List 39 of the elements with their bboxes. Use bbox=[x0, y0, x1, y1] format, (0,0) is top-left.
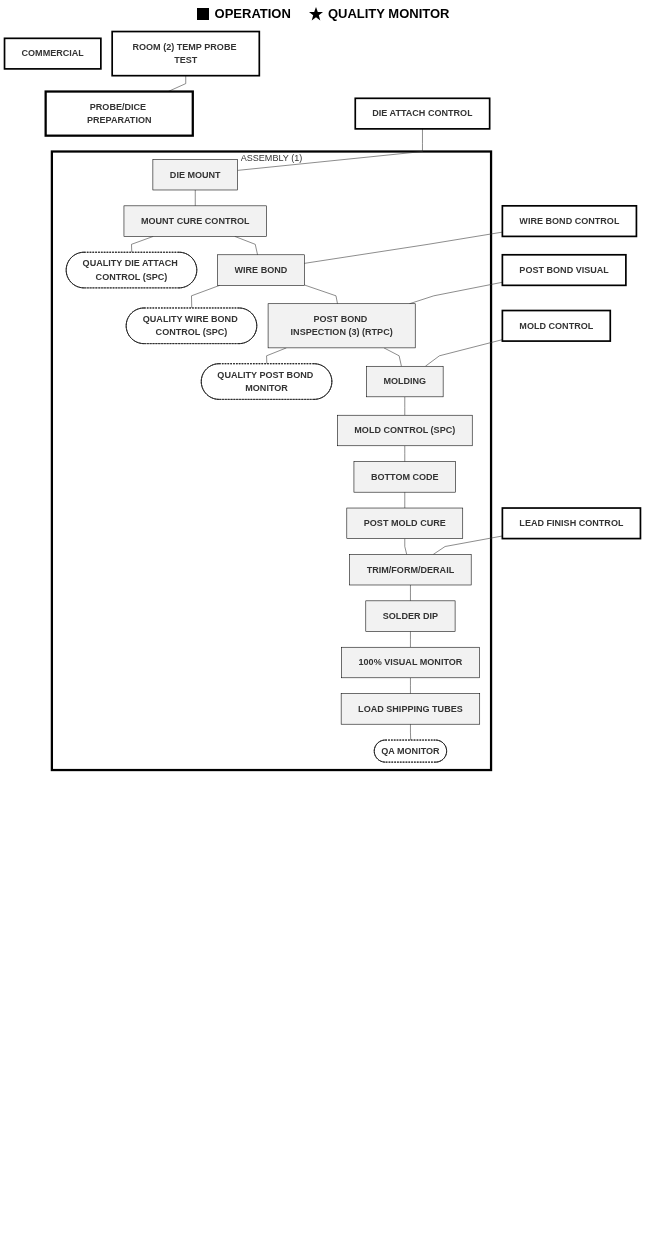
node-box: PROBE/DICE PREPARATION bbox=[44, 90, 194, 137]
connector bbox=[410, 631, 411, 648]
connector bbox=[425, 339, 503, 367]
connector bbox=[432, 535, 503, 555]
connector bbox=[404, 491, 406, 509]
connector bbox=[410, 723, 411, 741]
node-box: DIE MOUNT bbox=[152, 159, 238, 191]
connector bbox=[191, 285, 220, 309]
node-box: WIRE BOND CONTROL bbox=[501, 205, 638, 238]
node-box: BOTTOM CODE bbox=[353, 461, 456, 493]
connector bbox=[194, 189, 196, 207]
node-box: LOAD SHIPPING TUBES bbox=[340, 693, 481, 725]
node-box: POST MOLD CURE bbox=[346, 507, 464, 539]
connector bbox=[410, 677, 411, 694]
node-box: SOLDER DIP bbox=[365, 600, 456, 632]
legend-text: QUALITY MONITOR bbox=[327, 6, 450, 21]
node-box: DIE ATTACH CONTROL bbox=[354, 97, 491, 130]
node-box: MOLD CONTROL (SPC) bbox=[337, 414, 473, 447]
connector bbox=[304, 231, 503, 264]
node-box: MOLDING bbox=[366, 366, 444, 398]
node-box: LEAD FINISH CONTROL bbox=[501, 507, 642, 540]
connector bbox=[404, 445, 406, 462]
node-box: MOLD CONTROL bbox=[501, 309, 612, 342]
connector bbox=[404, 396, 406, 416]
node-box: TRIM/FORM/DERAIL bbox=[349, 554, 472, 586]
connector bbox=[383, 347, 402, 367]
connector bbox=[266, 347, 287, 365]
node-box: WIRE BOND bbox=[217, 254, 305, 286]
node-box: ROOM (2) TEMP PROBE TEST bbox=[111, 30, 261, 77]
connector bbox=[404, 538, 407, 555]
connector bbox=[410, 584, 411, 602]
legend-text: OPERATION bbox=[214, 6, 291, 21]
node-box: POST BOND VISUAL bbox=[501, 253, 627, 287]
node-box: POST BOND INSPECTION (3) (RTPC) bbox=[267, 303, 416, 349]
connector bbox=[237, 128, 423, 171]
connector bbox=[304, 284, 338, 305]
node-box: COMMERCIAL bbox=[3, 37, 102, 70]
node-box: 100% VISUAL MONITOR bbox=[341, 646, 480, 679]
node-box: MOUNT CURE CONTROL bbox=[123, 205, 267, 237]
